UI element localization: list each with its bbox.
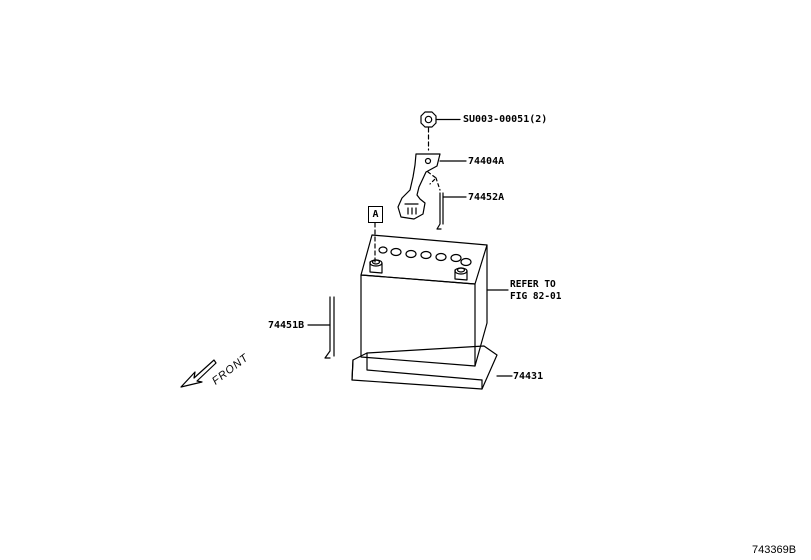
rod-small-drawing (436, 192, 467, 230)
part-label-rod-small: 74452A (468, 192, 505, 203)
reference-line-1: REFER TO (510, 279, 556, 290)
reference-line-2: FIG 82-01 (510, 291, 562, 302)
part-label-clamp: 74404A (468, 156, 505, 167)
tray-drawing (351, 345, 513, 390)
battery-drawing (360, 234, 509, 367)
clamp-drawing (397, 153, 467, 220)
front-arrow-icon (180, 359, 217, 388)
figure-id: 743369B (752, 544, 797, 556)
part-label-tray: 74431 (513, 371, 544, 382)
nut-drawing (420, 111, 461, 151)
part-label-rod-large: 74451B (268, 320, 305, 331)
rod-large-drawing (307, 296, 335, 359)
part-label-nut: SU003-00051(2) (463, 114, 548, 125)
callout-a-box: A (368, 206, 383, 223)
